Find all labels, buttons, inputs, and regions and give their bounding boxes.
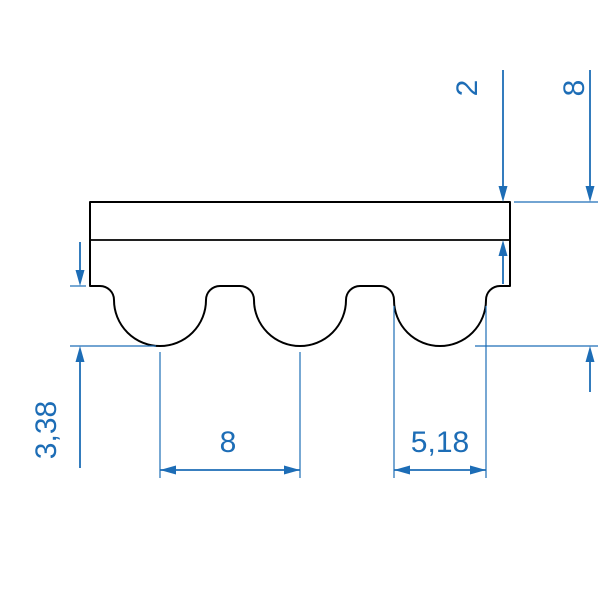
arrow-down-icon bbox=[75, 270, 85, 286]
belt-profile bbox=[89, 201, 511, 347]
arrow-up-icon bbox=[498, 240, 508, 256]
dimension-value: 2 bbox=[451, 80, 484, 97]
arrow-left-icon bbox=[160, 465, 176, 475]
arrow-left-icon bbox=[394, 465, 410, 475]
arrow-up-icon bbox=[585, 346, 595, 362]
dimension-value: 8 bbox=[558, 80, 591, 97]
dimension-tooth-pitch: 8 bbox=[159, 352, 301, 478]
dimension-value: 3,38 bbox=[30, 401, 63, 459]
dimension-total-height: 8 bbox=[475, 70, 598, 392]
arrow-up-icon bbox=[75, 346, 85, 362]
dimension-tooth-width: 5,18 bbox=[393, 306, 487, 478]
belt-outline bbox=[89, 201, 511, 347]
dimension-tooth-height: 3,38 bbox=[30, 242, 156, 468]
arrow-right-icon bbox=[470, 465, 486, 475]
arrow-down-icon bbox=[498, 186, 508, 202]
dimension-top-layer: 2 bbox=[451, 70, 508, 284]
dimension-value: 8 bbox=[220, 426, 237, 459]
dimension-value: 5,18 bbox=[411, 426, 469, 459]
arrow-right-icon bbox=[284, 465, 300, 475]
arrow-down-icon bbox=[585, 186, 595, 202]
